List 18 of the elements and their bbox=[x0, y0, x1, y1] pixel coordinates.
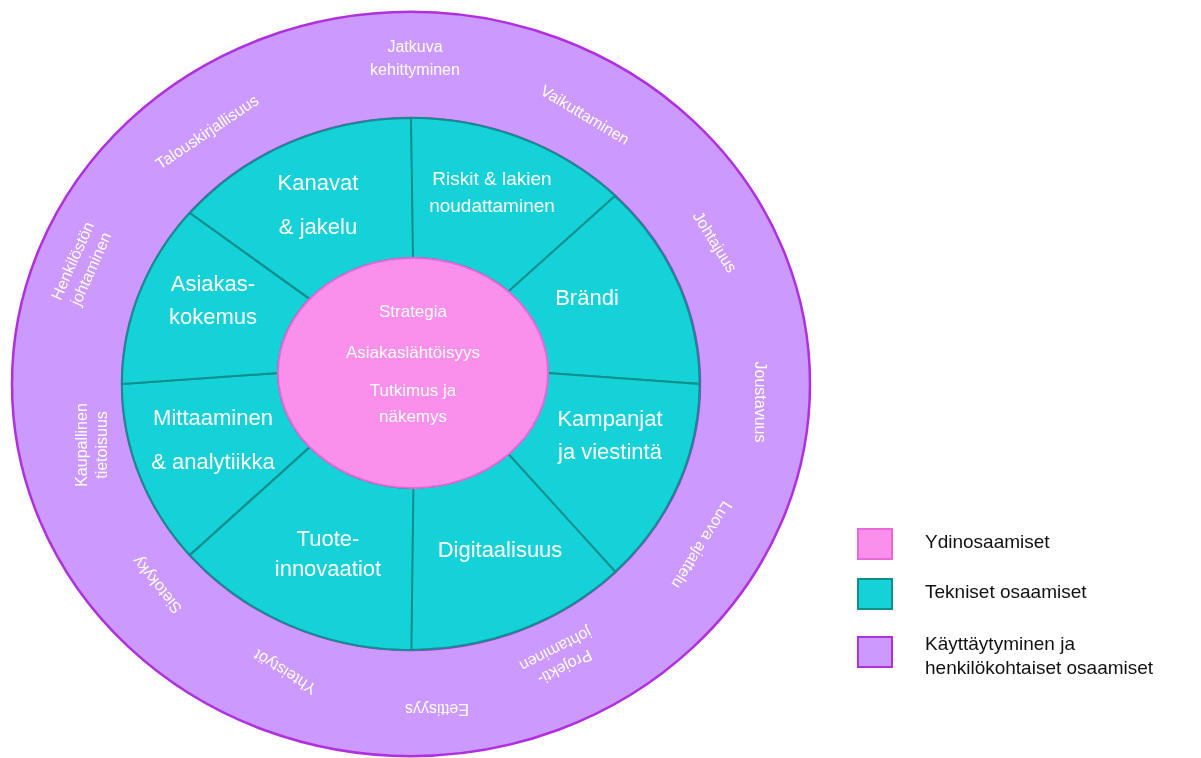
core-label: Asiakaslähtöisyys bbox=[344, 342, 482, 364]
segment-label: Tuote- innovaatiot bbox=[273, 525, 383, 583]
segment-label: Kampanjat ja viestintä bbox=[556, 405, 664, 466]
segment-label: Kanavat & jakelu bbox=[276, 169, 360, 241]
segment-label: Mittaaminen & analytiikka bbox=[150, 404, 276, 476]
ring-label: Jatkuva kehittyminen bbox=[369, 36, 461, 80]
legend-label: Tekniset osaamiset bbox=[925, 580, 1088, 604]
segment-label: Asiakas- kokemus bbox=[167, 270, 258, 331]
segment-label: Riskit & lakien noudattaminen bbox=[428, 167, 556, 218]
core-label: Strategia bbox=[377, 301, 448, 323]
ring-label: Eettisyys bbox=[404, 699, 470, 719]
segment-label: Brändi bbox=[554, 284, 620, 312]
legend-label: Ydinosaamiset bbox=[925, 530, 1051, 554]
ring-label: Kaupallinen tietoisuus bbox=[72, 402, 111, 489]
core-label: Tutkimus ja näkemys bbox=[368, 379, 458, 428]
ring-label: Joustavuus bbox=[750, 360, 770, 445]
segment-label: Digitaalisuus bbox=[436, 536, 564, 564]
legend-label: Käyttäytyminen ja henkilökohtaiset osaamiset bbox=[925, 632, 1155, 680]
